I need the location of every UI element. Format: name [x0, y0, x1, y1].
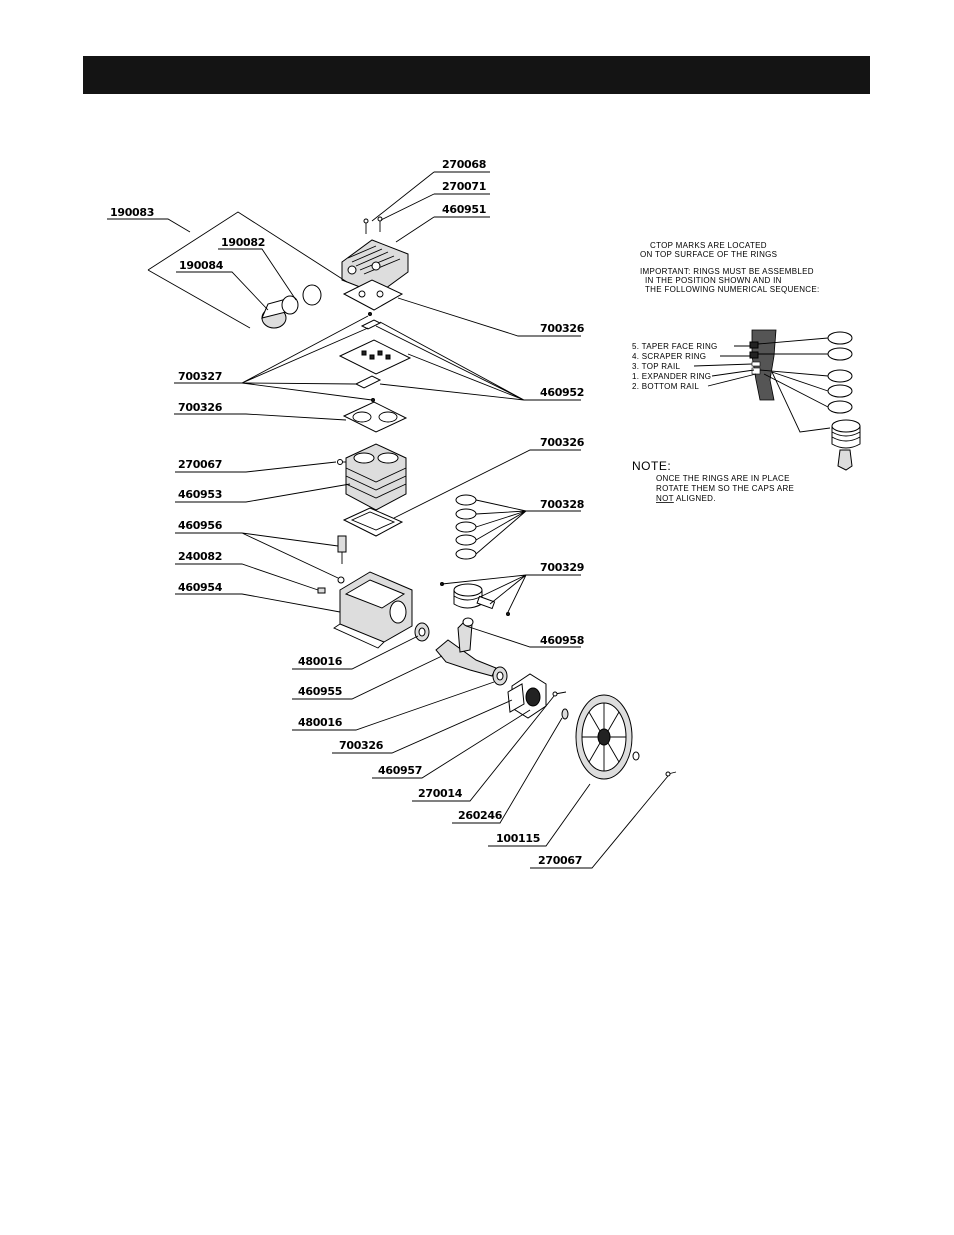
callout-270067-b: 270067 [538, 854, 582, 867]
header-bar [83, 56, 870, 94]
piston-rings [455, 494, 477, 560]
drain-plug [317, 587, 326, 594]
callout-190082: 190082 [221, 236, 265, 249]
callout-700326-c: 700326 [540, 436, 585, 449]
bolt-side [552, 691, 567, 697]
callout-460956: 460956 [178, 519, 223, 532]
ring4-label: 4. SCRAPER RING [632, 352, 706, 361]
note-important-1: IMPORTANT: RINGS MUST BE ASSEMBLED [640, 267, 814, 276]
note-top-marks-2: ON TOP SURFACE OF THE RINGS [640, 250, 777, 259]
valve-plate-gasket-top [342, 279, 404, 311]
callout-480016-a: 480016 [298, 655, 343, 668]
callout-700326-b: 700326 [178, 401, 223, 414]
pulley-washer-bolt [632, 751, 677, 777]
callout-270068: 270068 [442, 158, 486, 171]
note-important-2: IN THE POSITION SHOWN AND IN [645, 276, 782, 285]
ring1-label: 1. EXPANDER RING [632, 372, 711, 381]
callout-700329: 700329 [540, 561, 584, 574]
callout-700326-d: 700326 [339, 739, 384, 752]
callout-100115: 100115 [496, 832, 540, 845]
callout-190084: 190084 [179, 259, 224, 272]
callout-460955: 460955 [298, 685, 342, 698]
callout-460957: 460957 [378, 764, 422, 777]
air-filter [261, 284, 322, 329]
ring-detail: CTOP MARKS ARE LOCATED ON TOP SURFACE OF… [632, 241, 861, 503]
crankcase [333, 571, 413, 649]
cylinder [337, 443, 407, 511]
bolts-top [363, 216, 383, 234]
ring5-label: 5. TAPER FACE RING [632, 342, 718, 351]
part-number-callouts: 270068 270071 460951 190083 190082 19008… [110, 158, 585, 867]
callout-270014: 270014 [418, 787, 463, 800]
key-washer [561, 708, 569, 720]
valve-plate [338, 339, 412, 375]
callout-480016-b: 480016 [298, 716, 343, 729]
callout-700327: 700327 [178, 370, 222, 383]
callout-460952: 460952 [540, 386, 584, 399]
note-line-1: ONCE THE RINGS ARE IN PLACE [656, 474, 790, 483]
callout-460954: 460954 [178, 581, 223, 594]
note-line-2: ROTATE THEM SO THE CAPS ARE [656, 484, 794, 493]
callout-240082: 240082 [178, 550, 222, 563]
crankshaft-conrod [435, 617, 497, 677]
note-top-marks-1: CTOP MARKS ARE LOCATED [650, 241, 767, 250]
callout-270071: 270071 [442, 180, 486, 193]
note-line-3-rest: ALIGNED. [676, 494, 716, 503]
callout-460953: 460953 [178, 488, 222, 501]
callout-260246: 260246 [458, 809, 503, 822]
piston [440, 582, 510, 616]
leader-lines [107, 171, 669, 869]
note-title: NOTE: [632, 459, 671, 473]
callout-460951: 460951 [442, 203, 486, 216]
callout-270067-a: 270067 [178, 458, 222, 471]
valve-plate-gasket [342, 401, 408, 433]
callout-700326-a: 700326 [540, 322, 585, 335]
pulley [575, 694, 633, 780]
callout-190083: 190083 [110, 206, 154, 219]
cylinder-head [341, 239, 409, 295]
callout-460958: 460958 [540, 634, 584, 647]
callout-700328: 700328 [540, 498, 584, 511]
bearing-housing [507, 673, 547, 719]
note-important-3: THE FOLLOWING NUMERICAL SEQUENCE: [645, 285, 820, 294]
cylinder-gasket [342, 507, 404, 537]
oil-breather [337, 535, 347, 584]
ring2-label: 2. BOTTOM RAIL [632, 382, 699, 391]
ring3-label: 3. TOP RAIL [632, 362, 680, 371]
bearing-rear [492, 666, 508, 686]
note-line-3-emph: NOT [656, 494, 674, 503]
bearing-front [414, 622, 430, 642]
